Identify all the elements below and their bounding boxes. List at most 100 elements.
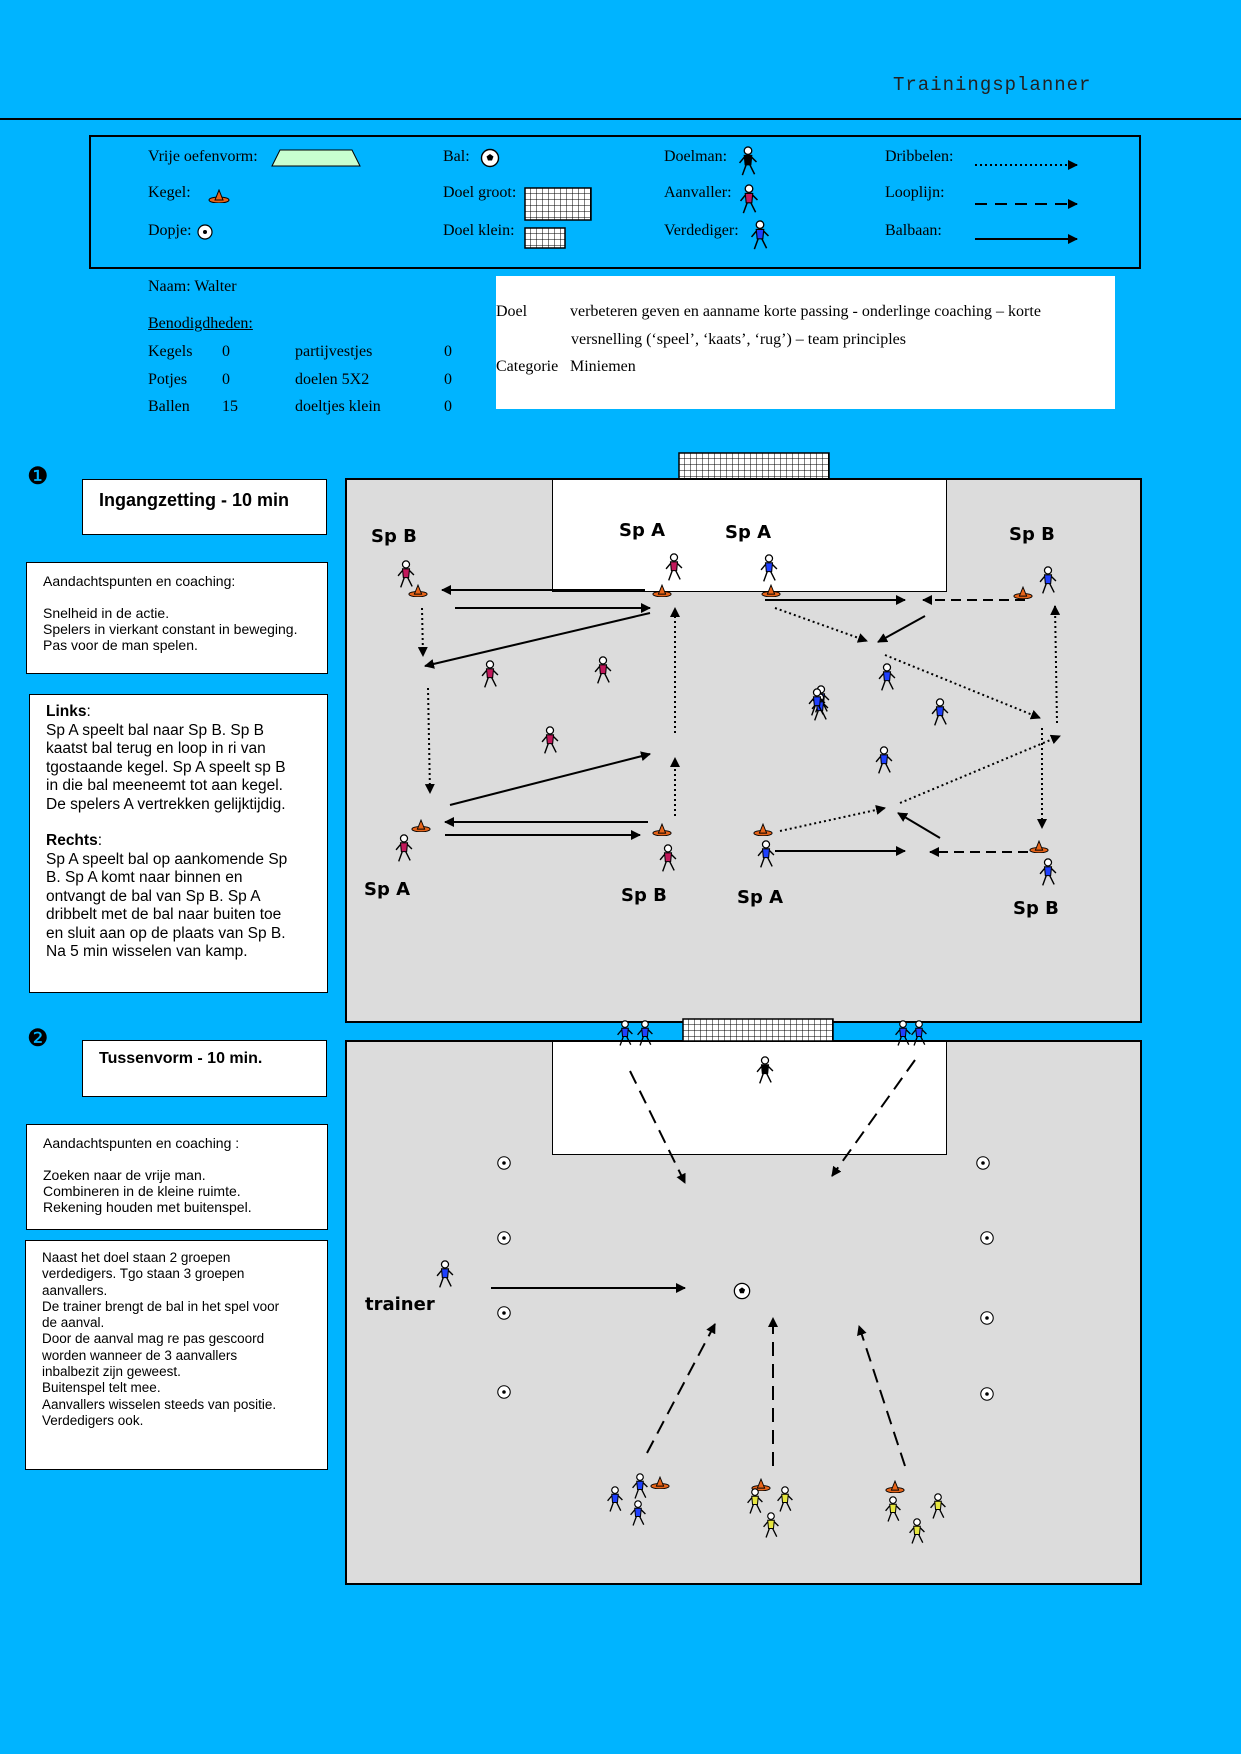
legend-label-goal-large: Doel groot: xyxy=(443,184,517,201)
marker-icon xyxy=(197,224,213,240)
marker xyxy=(497,1385,511,1399)
dribble-arrow xyxy=(417,607,428,657)
pass-arrow xyxy=(877,615,926,643)
attacker xyxy=(746,1488,764,1515)
dashed-arrow-icon xyxy=(975,199,1078,209)
legend-label-ball-path: Balbaan: xyxy=(885,222,942,239)
run-arrow xyxy=(646,1323,716,1454)
goal-label: Doel xyxy=(496,303,528,320)
coaching-heading: Aandachtspunten en coaching : xyxy=(43,1135,240,1151)
needs-item: partijvestjes xyxy=(295,343,373,360)
links-section: Links: xyxy=(46,703,91,720)
desc-line: ontvangt de bal van Sp B. Sp A xyxy=(46,887,261,905)
attacker xyxy=(659,844,677,873)
defender xyxy=(875,746,893,775)
legend-label-run-line: Looplijn: xyxy=(885,184,945,201)
legend-label-marker: Dopje: xyxy=(148,222,192,239)
cone xyxy=(408,584,428,597)
cone xyxy=(652,584,672,597)
rechts-heading: Rechts xyxy=(46,832,98,849)
needs-item: doeltjes klein xyxy=(295,398,381,415)
player-label: Sp A xyxy=(619,520,666,541)
desc-line: aanvallers. xyxy=(42,1282,108,1298)
exercise-1-title: Ingangzetting - 10 min xyxy=(99,490,290,510)
defender xyxy=(1039,566,1057,595)
cone-icon xyxy=(208,189,230,203)
links-heading: Links xyxy=(46,703,87,720)
dribble-arrow xyxy=(1050,605,1061,724)
marker xyxy=(976,1156,990,1170)
desc-line: tgostaande kegel. Sp A speelt sp B xyxy=(46,758,286,776)
desc-line: Verdedigers ook. xyxy=(42,1412,144,1428)
desc-line: Aanvallers wisselen steeds van positie. xyxy=(42,1396,277,1412)
player-label: Sp B xyxy=(1013,898,1059,919)
run-arrow xyxy=(857,1325,906,1467)
desc-line: worden wanneer de 3 aanvallers xyxy=(42,1347,238,1363)
penalty-area xyxy=(552,1042,947,1155)
defender xyxy=(910,1020,928,1047)
exercise-1-number: ❶ xyxy=(27,463,49,490)
defender xyxy=(1039,858,1057,887)
attacker xyxy=(395,834,413,863)
coaching-heading: Aandachtspunten en coaching: xyxy=(43,573,236,589)
needs-qty: 15 xyxy=(222,398,238,415)
coaching-line: Pas voor de man spelen. xyxy=(43,637,198,653)
cone xyxy=(1029,840,1049,853)
cone xyxy=(650,1476,670,1489)
goalkeeper xyxy=(756,1056,774,1085)
legend-label-goal-small: Doel klein: xyxy=(443,222,515,239)
needs-item: Potjes xyxy=(148,371,188,388)
dribble-arrow xyxy=(899,734,1061,804)
defender xyxy=(757,840,775,869)
attacker xyxy=(776,1486,794,1513)
defender xyxy=(616,1020,634,1047)
cone xyxy=(1013,586,1033,599)
defender-icon xyxy=(750,220,770,250)
pass-arrow xyxy=(449,751,651,806)
marker xyxy=(497,1306,511,1320)
ball xyxy=(733,1282,751,1300)
needs-qty: 0 xyxy=(222,371,230,388)
desc-line: B. Sp A komt naar binnen en xyxy=(46,869,243,886)
cone xyxy=(411,819,431,832)
cone xyxy=(652,823,672,836)
exercise-1-title-box: Ingangzetting - 10 min xyxy=(82,479,327,535)
legend-label-ball: Bal: xyxy=(443,148,470,165)
exercise-2-coaching-box: Aandachtspunten en coaching : Zoeken naa… xyxy=(26,1124,328,1230)
attacker xyxy=(665,553,683,582)
exercise-1-diagram xyxy=(395,553,1061,887)
player-label: Sp B xyxy=(371,526,417,547)
cone xyxy=(761,584,781,597)
marker xyxy=(980,1311,994,1325)
needs-qty: 0 xyxy=(222,343,230,360)
needs-qty: 0 xyxy=(444,398,452,415)
exercise-2-field: trainer xyxy=(345,1040,1142,1585)
defender xyxy=(931,698,949,727)
desc-line: De spelers A vertrekken gelijktijdig. xyxy=(46,795,286,813)
penalty-area xyxy=(552,480,947,592)
needs-qty: 0 xyxy=(444,343,452,360)
cone xyxy=(753,823,773,836)
exercise-1-field: Sp B Sp A Sp A Sp B Sp A Sp B Sp A Sp B xyxy=(345,478,1142,1023)
exercise-2-number: ❷ xyxy=(27,1025,49,1052)
trainer-name: Naam: Walter xyxy=(148,278,237,295)
coaching-line: Snelheid in de actie. xyxy=(43,605,170,621)
dribble-arrow xyxy=(884,654,1041,720)
needs-heading: Benodigdheden: xyxy=(148,315,253,332)
exercise-1-goal xyxy=(678,452,830,480)
exercise-2-title: Tussenvorm - 10 min. xyxy=(99,1050,263,1067)
needs-item: Kegels xyxy=(148,343,193,360)
desc-line: Buitenspel telt mee. xyxy=(42,1380,161,1396)
marker xyxy=(497,1231,511,1245)
dribble-arrow xyxy=(424,687,435,794)
attacker xyxy=(929,1493,947,1520)
trainer-label: trainer xyxy=(365,1294,435,1315)
goal-small-icon xyxy=(524,227,566,249)
attacker xyxy=(762,1512,780,1539)
desc-line: inbalbezit zijn geweest. xyxy=(42,1364,181,1380)
cone xyxy=(885,1480,905,1493)
legend-label-cone: Kegel: xyxy=(148,184,191,201)
attacker xyxy=(884,1496,902,1523)
free-zone-icon xyxy=(271,149,361,167)
exercise-1-coaching-box: Aandachtspunten en coaching: Snelheid in… xyxy=(26,562,328,674)
